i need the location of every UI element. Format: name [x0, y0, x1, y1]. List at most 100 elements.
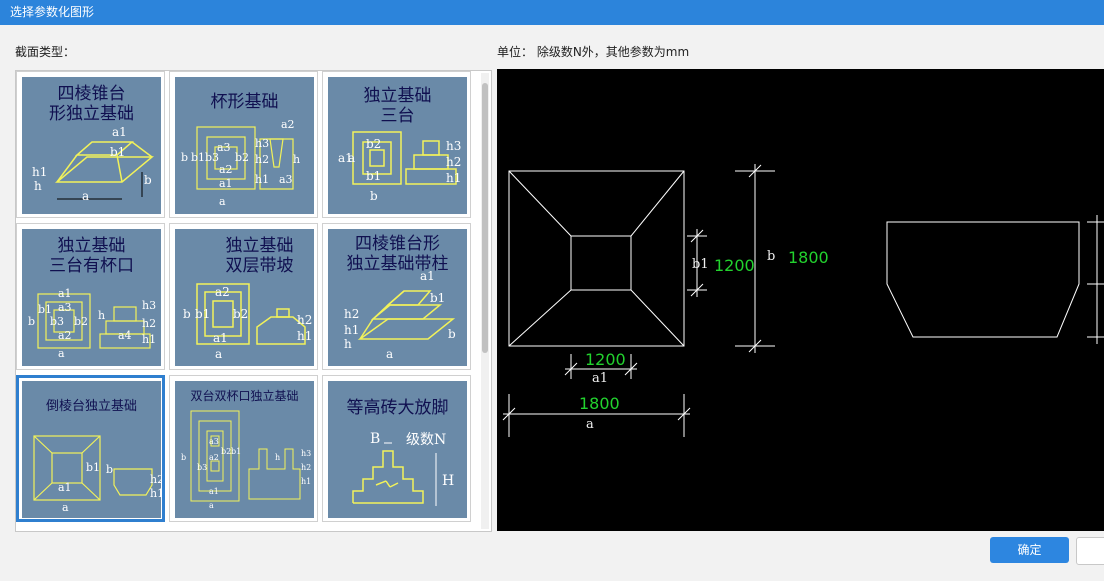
dim-label: a: [82, 189, 90, 203]
dim-label: b3: [50, 315, 65, 328]
thumb-title-line: 四棱锥台形: [355, 234, 440, 254]
dim-label: b2: [221, 447, 232, 456]
dim-label: h1: [446, 171, 462, 185]
dim-label: a1: [58, 287, 72, 300]
dim-a-value: 1800: [579, 394, 620, 413]
dim-label: b: [448, 327, 456, 341]
shape-tile-three-step-foundation[interactable]: 独立基础 三台 b2 b1 a1 a b h3 h2 h1: [322, 71, 471, 218]
dim-label: h2: [344, 307, 360, 321]
shape-preview-canvas: b1 1200 b 1800 1200 a1 1800 a: [497, 69, 1104, 531]
dim-label: 级数N: [406, 432, 447, 448]
shape-thumbnail: 四棱锥台形 独立基础带柱 a1 b1 h2 h1 h a b: [328, 229, 467, 366]
dim-label: b2: [233, 307, 249, 321]
section-type-label: 截面类型：: [15, 45, 76, 59]
dim-label: b: [28, 315, 36, 328]
dim-label: h2: [150, 473, 161, 486]
thumb-title-line: 倒棱台独立基础: [45, 399, 137, 414]
dim-b-value: 1800: [788, 248, 829, 267]
dim-label: a1: [213, 331, 228, 345]
pyramid-frustum-drawing: [54, 141, 155, 200]
dim-label: a1: [219, 177, 233, 190]
double-slope-drawing: [196, 283, 306, 345]
dim-label: a: [62, 501, 69, 514]
unit-note: 单位： 除级数N外，其他参数为mm: [497, 45, 690, 59]
dim-label: h: [34, 179, 42, 193]
dim-label: h1: [301, 477, 312, 486]
dim-label: h2: [142, 317, 157, 330]
dim-label: b2: [74, 315, 89, 328]
shape-tile-double-cup[interactable]: 双台双杯口独立基础 a3 a2 b3 b2 b1 a1 a b h3 h2 h1…: [169, 375, 318, 522]
dim-label: H: [442, 473, 455, 489]
thumb-title-line: 独立基础带柱: [346, 254, 449, 274]
dim-label: h2: [255, 153, 270, 166]
dim-label: b1: [195, 307, 211, 321]
dim-label: b2: [366, 137, 382, 151]
dim-label: a: [386, 347, 394, 361]
shape-thumbnail: 杯形基础 a2 b b1 b3 b2 a3 a2 a1 a h3 h2 h1 h…: [175, 77, 314, 214]
dim-label: b: [144, 173, 152, 187]
thumb-title-line: 独立基础: [225, 236, 294, 256]
dim-label: a1: [209, 487, 219, 496]
shape-tile-three-step-cup[interactable]: 独立基础 三台有杯口 a1 a3 b b3 b2 a2 a h a4 h3 h2…: [16, 223, 165, 370]
shape-tile-brick-footing[interactable]: 等高砖大放脚 B 级数N H: [322, 375, 471, 522]
dim-label: a2: [209, 453, 219, 462]
dim-label: h1: [150, 487, 161, 500]
thumb-title-line: 等高砖大放脚: [346, 398, 449, 418]
dim-label: B: [370, 431, 381, 447]
shape-thumbnail: 双台双杯口独立基础 a3 a2 b3 b2 b1 a1 a b h3 h2 h1…: [175, 381, 314, 518]
cancel-button[interactable]: [1076, 537, 1104, 565]
gallery-scrollbar[interactable]: [481, 73, 489, 529]
dim-label: a3: [209, 437, 219, 446]
dim-label: b1: [366, 169, 382, 183]
dim-label: a1: [420, 269, 435, 283]
dim-label: a3: [217, 141, 231, 154]
brick-footing-drawing: [352, 442, 437, 506]
thumb-title-line: 三台: [380, 106, 415, 126]
shape-thumbnail: 独立基础 三台有杯口 a1 a3 b b3 b2 a2 a h a4 h3 h2…: [22, 229, 161, 366]
dim-a-label: a: [586, 417, 594, 432]
shape-tile-frustum-with-column[interactable]: 四棱锥台形 独立基础带柱 a1 b1 h2 h1 h a b: [322, 223, 471, 370]
dim-label: a1: [112, 125, 127, 139]
thumb-title-line: 双台双杯口独立基础: [190, 389, 299, 403]
dim-label: b1: [191, 151, 206, 164]
cup-foundation-drawing: [196, 126, 294, 190]
ok-button[interactable]: 确定: [990, 537, 1069, 563]
dim-label: a1: [58, 481, 72, 494]
dim-label: h1: [142, 333, 157, 346]
dim-label: b1: [38, 303, 53, 316]
dim-label: a3: [279, 173, 293, 186]
scroll-thumb[interactable]: [482, 83, 488, 353]
double-cup-drawing: [190, 410, 301, 502]
shape-tile-inverted-frustum[interactable]: 倒棱台独立基础 b1 a1 a b h2 h1: [16, 375, 165, 522]
dim-label: b: [370, 189, 378, 203]
dim-label: h: [344, 337, 352, 351]
inverted-frustum-drawing: [33, 435, 153, 501]
shape-thumbnail: 倒棱台独立基础 b1 a1 a b h2 h1: [22, 381, 161, 518]
dim-label: h1: [255, 173, 270, 186]
dim-label: b1: [231, 447, 242, 456]
dim-label: b3: [197, 463, 208, 472]
shape-thumbnail: 独立基础 双层带坡 a2 b b1 b2 a1 a h2 h1: [175, 229, 314, 366]
frustum-with-column-drawing: [357, 290, 456, 340]
shape-tile-cup-foundation[interactable]: 杯形基础 a2 b b1 b3 b2 a3 a2 a1 a h3 h2 h1 h…: [169, 71, 318, 218]
dim-label: a: [215, 347, 223, 361]
dim-label: h1: [297, 329, 313, 343]
shape-tile-double-slope[interactable]: 独立基础 双层带坡 a2 b b1 b2 a1 a h2 h1: [169, 223, 318, 370]
shape-tile-pyramid-frustum[interactable]: 四棱锥台 形独立基础 a1 b1 h1 h a b: [16, 71, 165, 218]
window-title-bar: 选择参数化图形: [0, 0, 1104, 25]
dim-label: h2: [446, 155, 462, 169]
dim-label: h3: [301, 449, 312, 458]
thumb-title-line: 独立基础: [363, 86, 432, 106]
dim-label: a1: [338, 151, 353, 165]
dim-label: a: [348, 151, 356, 165]
dim-label: a2: [58, 329, 72, 342]
dim-b-label: b: [767, 249, 776, 264]
dim-label: b: [181, 453, 187, 462]
dim-label: b: [183, 307, 191, 321]
dim-label: a2: [281, 118, 295, 131]
dim-a1-label: a1: [592, 371, 609, 386]
thumb-title-line: 三台有杯口: [49, 256, 134, 276]
shape-thumbnail: 等高砖大放脚 B 级数N H: [328, 381, 467, 518]
dim-label: b2: [235, 151, 250, 164]
dim-label: h1: [32, 165, 48, 179]
